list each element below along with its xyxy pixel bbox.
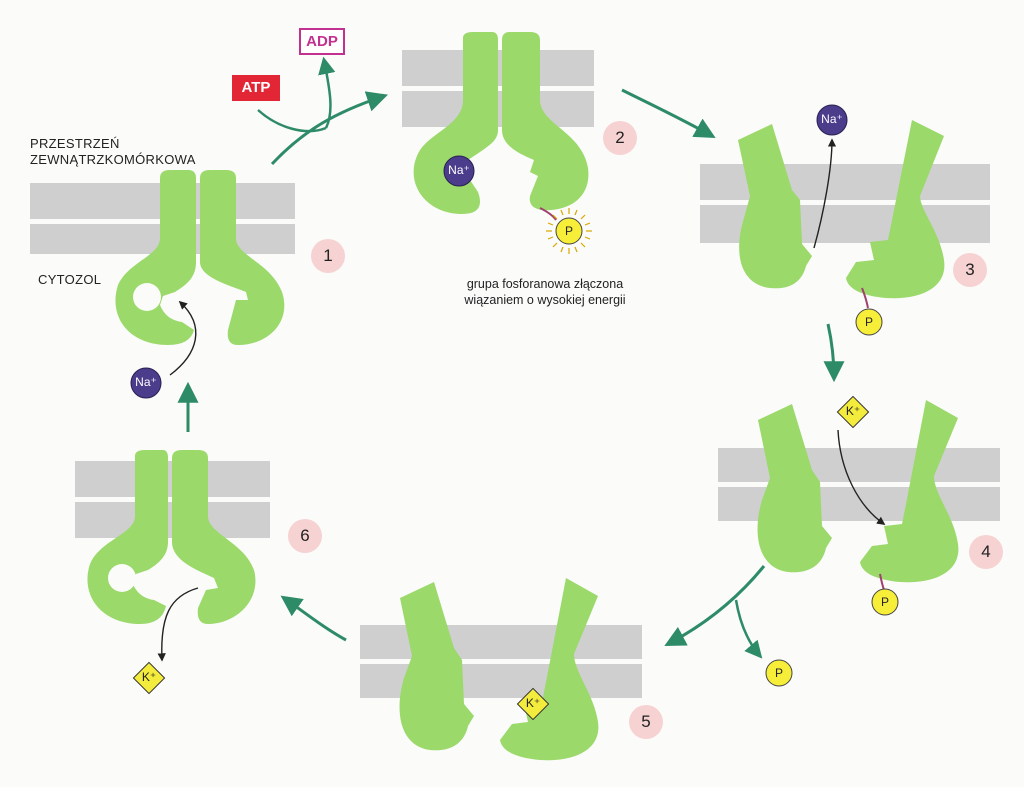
- cytosol-label: CYTOZOL: [38, 272, 102, 287]
- pump-protein-2: [413, 32, 589, 214]
- pump-protein-6: [87, 450, 256, 624]
- adp-tag: [299, 28, 345, 55]
- cycle-arrow-5-to-6: [280, 595, 347, 642]
- sodium-label-3: Na⁺: [821, 112, 843, 126]
- sodium-ion-6to1: [130, 367, 162, 399]
- pump-protein-4: [757, 400, 959, 583]
- sodium-ion-2: [443, 155, 475, 187]
- step-number-4: 4: [981, 542, 991, 561]
- cycle-arrow-2-to-3: [621, 88, 716, 139]
- extracellular-space-label: PRZESTRZEŃ ZEWNĄTRZKOMÓRKOWA: [30, 136, 196, 167]
- phosphate-bond-3: [861, 287, 869, 309]
- pump-protein-3: [738, 120, 945, 299]
- phosphate-circle-3: [855, 308, 883, 336]
- phosphate-circle-released: [765, 659, 793, 687]
- phosphate-circle-4: [871, 588, 899, 616]
- step-number-5: 5: [641, 712, 651, 731]
- pump-6-binding-pocket: [108, 564, 136, 592]
- step-number-2: 2: [615, 128, 625, 147]
- sodium-label-1: Na⁺: [135, 375, 157, 389]
- step-badge-4: [969, 535, 1003, 569]
- step-badge-3: [953, 253, 987, 287]
- cycle-arrow-1-to-2: [270, 91, 388, 166]
- step-number-6: 6: [300, 526, 310, 545]
- cycle-arrow-4-to-5: [664, 565, 766, 646]
- atp-tag: [232, 75, 280, 101]
- sodium-ion-3: [816, 104, 848, 136]
- arrow-potassium-binding-4: [837, 429, 886, 525]
- step-badge-2: [603, 121, 637, 155]
- adp-output-arrow: [318, 56, 336, 129]
- phosphate-label-released: P: [774, 666, 783, 680]
- high-energy-phosphate-glow: [546, 208, 592, 254]
- phosphate-label-4: P: [880, 595, 889, 609]
- step-badge-5: [629, 705, 663, 739]
- phosphate-label-2: P: [564, 224, 573, 238]
- arrow-potassium-release-6: [157, 587, 199, 662]
- phosphate-bond-2: [539, 207, 557, 221]
- sodium-label-2: Na⁺: [448, 163, 470, 177]
- phosphate-caption: grupa fosforanowa złączona wiązaniem o w…: [464, 277, 626, 307]
- phosphate-circle-2: [555, 217, 583, 245]
- potassium-label-6: K⁺: [141, 670, 157, 684]
- cycle-arrow-3-to-4: [823, 323, 845, 383]
- phosphate-label-3: P: [864, 315, 873, 329]
- atp-input-arrow: [257, 109, 327, 133]
- step-number-3: 3: [965, 260, 975, 279]
- potassium-ion-5: [516, 687, 550, 721]
- potassium-ion-6: [132, 661, 166, 695]
- pump-1-sodium-pocket: [133, 283, 161, 311]
- potassium-label-5: K⁺: [525, 696, 541, 710]
- step-badge-6: [288, 519, 322, 553]
- arrow-sodium-binding-1: [169, 300, 197, 376]
- step-number-1: 1: [323, 246, 333, 265]
- potassium-label-4: K⁺: [845, 404, 861, 418]
- potassium-ion-4: [836, 395, 870, 429]
- pump-protein-5: [399, 578, 599, 761]
- adp-label: ADP: [306, 33, 338, 50]
- phosphate-release-arrow: [734, 599, 763, 659]
- atp-label: ATP: [241, 79, 271, 96]
- step-badge-1: [311, 239, 345, 273]
- arrow-sodium-release-3: [813, 138, 837, 249]
